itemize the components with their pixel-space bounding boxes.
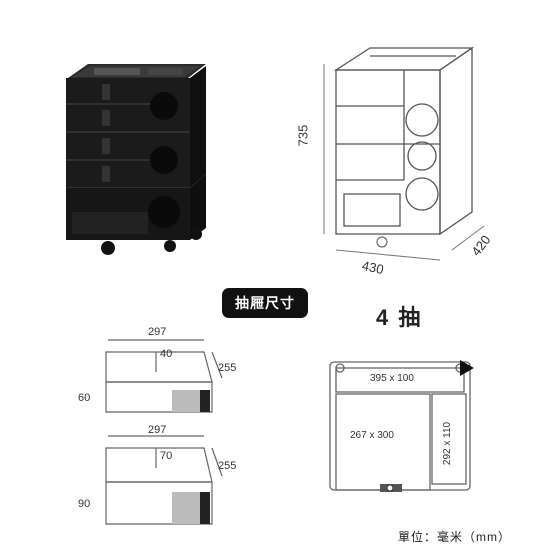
- unit-note: 單位：毫米（mm）: [398, 530, 511, 544]
- side-size-label: 292 x 110: [442, 421, 454, 466]
- drawer-shallow-diagram: [105, 339, 223, 413]
- height-dimension: 735: [295, 124, 311, 147]
- drawer-deep-diagram: [105, 435, 223, 525]
- main-size-label: 267 x 300: [350, 430, 394, 441]
- shallow-height-label: 60: [78, 392, 91, 404]
- shallow-width-label: 297: [148, 326, 167, 338]
- product-photo: [66, 64, 206, 255]
- drawer-count-label: 4 抽: [376, 305, 423, 330]
- shallow-inner-label: 40: [160, 348, 173, 360]
- drawer-size-badge: 抽屜尺寸: [222, 288, 308, 318]
- tray-size-label: 395 x 100: [370, 373, 414, 384]
- top-view-plan: [329, 360, 474, 492]
- deep-depth-label: 255: [218, 460, 237, 472]
- deep-width-label: 297: [148, 424, 167, 436]
- deep-inner-label: 70: [160, 450, 173, 462]
- product-line-drawing: [323, 46, 485, 261]
- shallow-depth-label: 255: [218, 362, 237, 374]
- deep-height-label: 90: [78, 498, 91, 510]
